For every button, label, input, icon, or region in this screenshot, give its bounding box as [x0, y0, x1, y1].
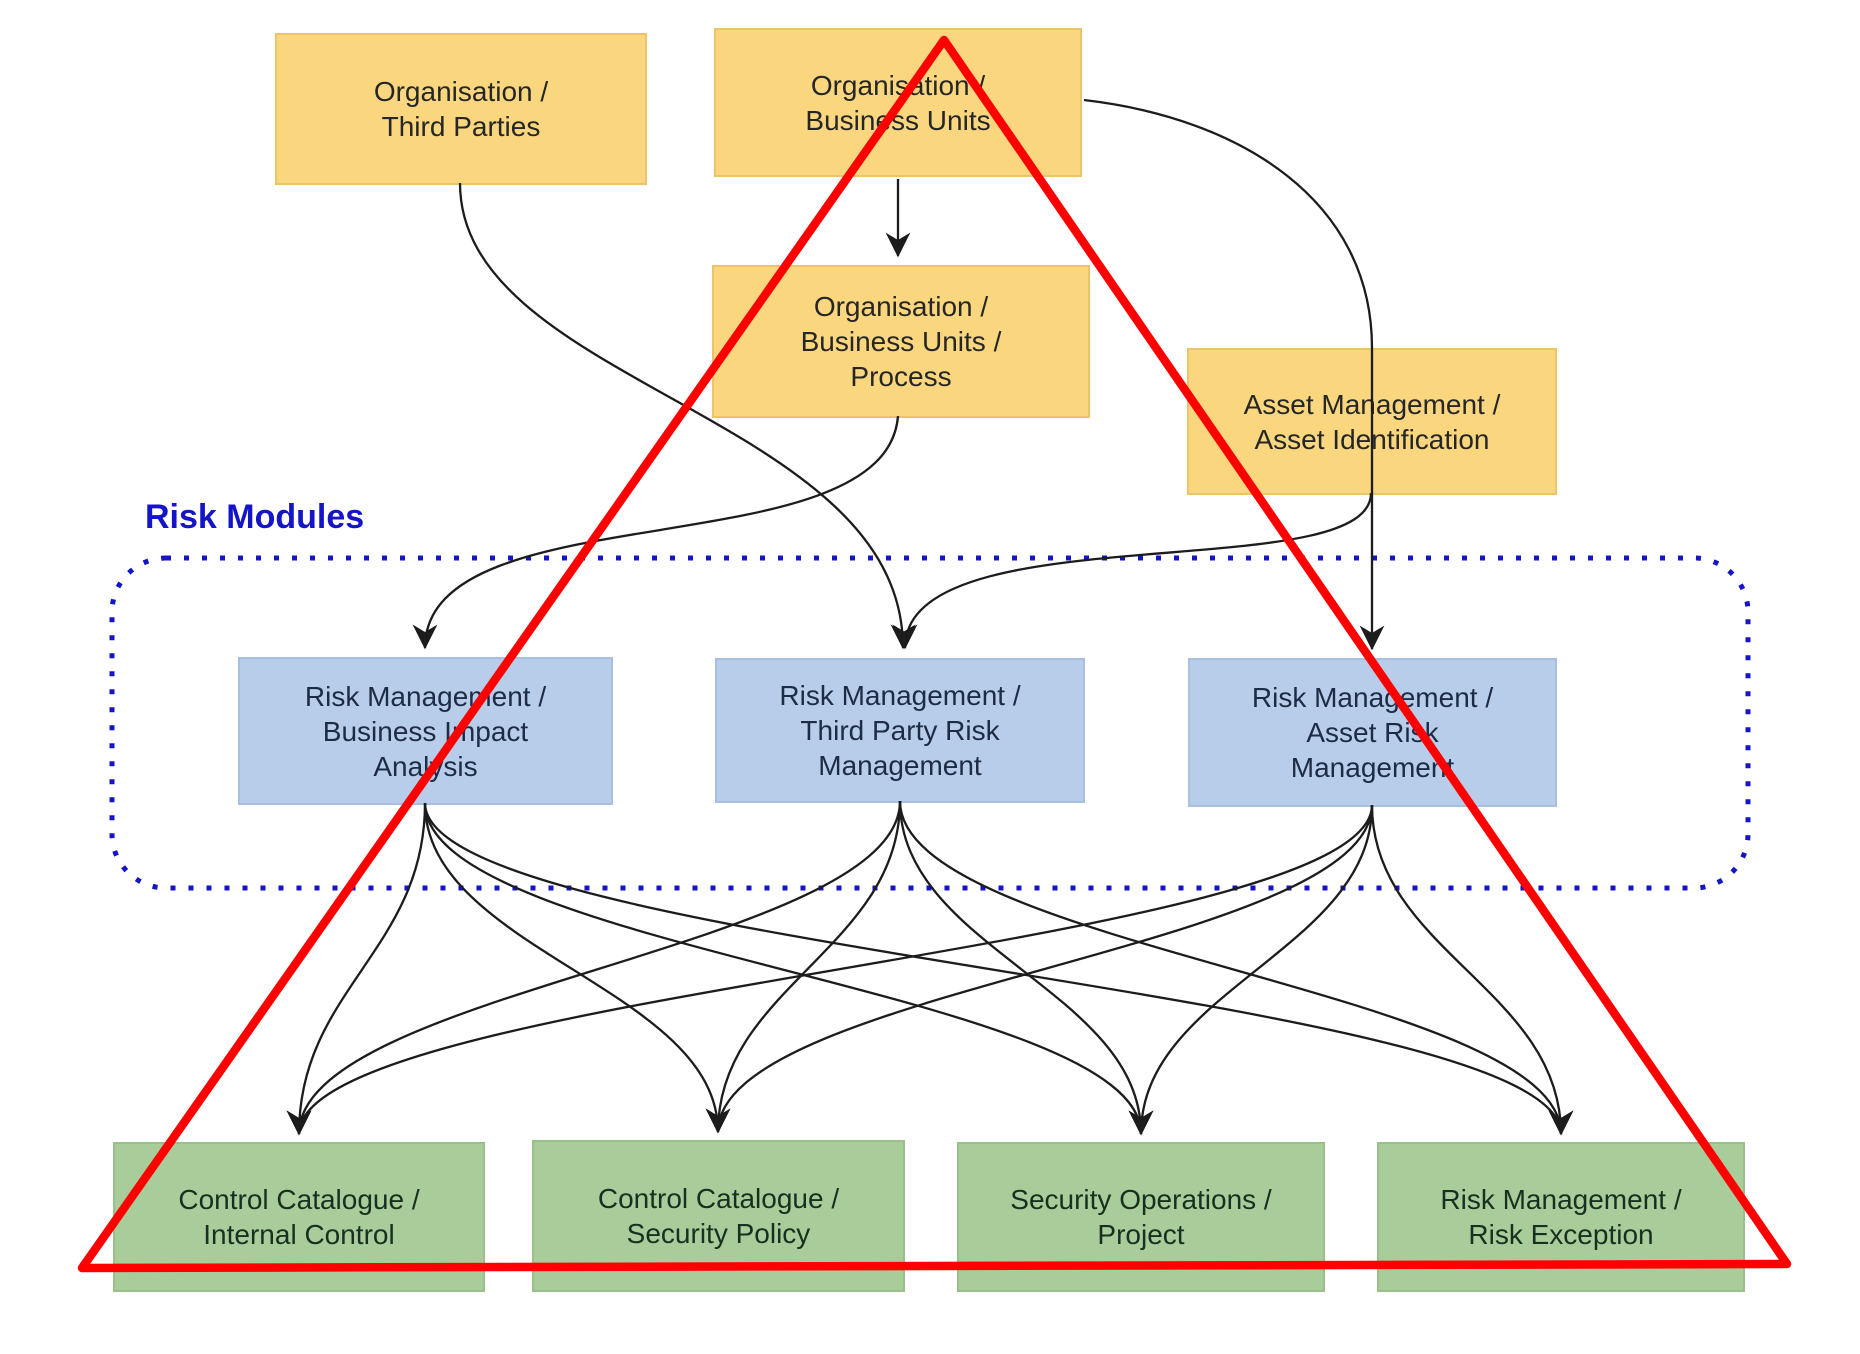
connector-arm-to-security-policy [705, 804, 1374, 1134]
node-risk-management-business-impact-analysis: Risk Management / Business Impact Analys… [238, 657, 613, 805]
connector-process-to-business-impact-analysis [412, 415, 900, 650]
node-label: Organisation / Third Parties [373, 76, 549, 142]
connector-asset-identification-to-third-party-risk-management [892, 492, 1373, 650]
connector-bia-to-risk-exception [423, 802, 1574, 1136]
connector-tprm-to-security-policy [705, 800, 902, 1134]
connector-arm-to-project [1128, 804, 1374, 1136]
node-organisation-third-parties: Organisation / Third Parties [275, 33, 647, 185]
risk-modules-group-title: Risk Modules [145, 498, 365, 536]
node-risk-management-third-party-risk-management: Risk Management / Third Party Risk Manag… [715, 658, 1085, 803]
node-label: Asset Management / Asset Identification [1243, 388, 1501, 455]
node-label: Control Catalogue / Internal Control [178, 1184, 420, 1250]
connector-bia-to-security-policy [423, 802, 731, 1134]
connector-arm-to-internal-control [286, 804, 1374, 1136]
node-label: Risk Management / Business Impact Analys… [304, 680, 547, 782]
node-label: Risk Management / Asset Risk Management [1251, 682, 1494, 783]
node-label: Organisation / Business Units [805, 69, 991, 136]
node-label: Risk Management / Third Party Risk Manag… [779, 680, 1021, 781]
node-risk-management-risk-exception: Risk Management / Risk Exception [1377, 1142, 1745, 1292]
node-security-operations-project: Security Operations / Project [957, 1142, 1325, 1292]
connector-bia-to-internal-control [286, 802, 427, 1136]
connector-bia-to-project [423, 802, 1154, 1136]
node-control-catalogue-internal-control: Control Catalogue / Internal Control [113, 1142, 485, 1292]
connector-arm-to-risk-exception [1370, 804, 1574, 1136]
node-label: Risk Management / Risk Exception [1440, 1184, 1682, 1250]
red-triangle-overlay [77, 35, 1792, 1273]
node-label: Security Operations / Project [1010, 1184, 1272, 1250]
node-label: Organisation / Business Units / Process [800, 291, 1002, 392]
node-organisation-business-units: Organisation / Business Units [714, 28, 1082, 177]
node-control-catalogue-security-policy: Control Catalogue / Security Policy [532, 1140, 905, 1292]
node-asset-management-asset-identification: Asset Management / Asset Identification [1187, 348, 1557, 495]
connector-tprm-to-project [898, 800, 1154, 1136]
node-label: Control Catalogue / Security Policy [597, 1183, 840, 1249]
connector-tprm-to-risk-exception [898, 800, 1574, 1136]
node-risk-management-asset-risk-management: Risk Management / Asset Risk Management [1188, 658, 1557, 807]
connector-tprm-to-internal-control [286, 800, 902, 1136]
node-organisation-business-units-process: Organisation / Business Units / Process [712, 265, 1090, 418]
